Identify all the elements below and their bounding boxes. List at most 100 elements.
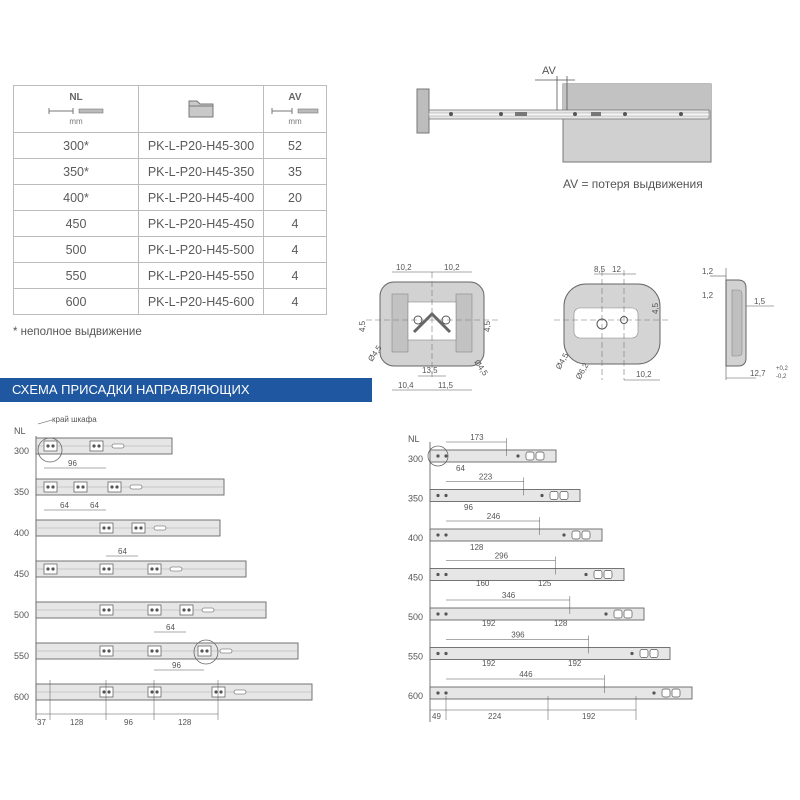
mount-block: [197, 645, 212, 657]
dim-tol-minus: -0,2: [776, 374, 787, 380]
mount-detail-1: 10,2 10,2 4,5 4,5 Ø4,5 Ø4,5 13,5 10,4 11…: [358, 263, 498, 391]
cabinet-edge-label: край шкафа: [52, 415, 97, 424]
mount-hole: [150, 649, 154, 653]
row-label: 450: [408, 573, 423, 583]
mount-hole: [46, 567, 50, 571]
rail-slot: [535, 451, 545, 461]
mount-hole: [134, 526, 138, 530]
mount-hole: [444, 572, 448, 577]
rail-slot: [129, 484, 143, 490]
sub-dim: 128: [470, 543, 484, 552]
section-title: СХЕМА ПРИСАДКИ НАПРАВЛЯЮЩИХ: [12, 382, 250, 397]
rail-slot: [571, 530, 581, 540]
rail-slot: [661, 688, 671, 698]
cell-av: 4: [263, 210, 327, 237]
rail-bar: [429, 449, 557, 463]
dim-mid-left: 1,2: [702, 291, 714, 300]
mount-hole: [540, 493, 544, 498]
mount-hole: [200, 649, 204, 653]
mount-hole: [150, 608, 154, 612]
mount-block: [99, 645, 114, 657]
mount-block: [147, 563, 162, 575]
dim-right: 4,5: [483, 320, 492, 332]
sub-dim: 128: [554, 619, 568, 628]
rail-slot: [671, 688, 681, 698]
mount-detail-2: 8,5 12 4,5 Ø4,5 Ø6,2 10,2: [554, 265, 668, 381]
mount-hole: [150, 567, 154, 571]
mount-block: [43, 563, 58, 575]
mount-hole: [102, 649, 106, 653]
top-dim: 246: [487, 512, 501, 521]
mount-hole: [436, 572, 440, 577]
sub-dim: 160: [476, 579, 490, 588]
mount-hole: [102, 567, 106, 571]
cell-av: 4: [263, 262, 327, 289]
mount-hole: [107, 649, 111, 653]
mount-block: [147, 604, 162, 616]
mount-block: [99, 522, 114, 534]
cell-nl: 350*: [13, 158, 139, 185]
cell-model: PK-L-P20-H45-500: [138, 236, 264, 263]
mount-block: [131, 522, 146, 534]
mount-hole: [444, 612, 448, 616]
rail-bar: [429, 607, 645, 621]
top-dim: 296: [495, 552, 509, 561]
rail-slot: [603, 570, 613, 579]
rail-hole: [623, 112, 627, 116]
rail-hole: [449, 112, 453, 116]
rail-slot: [649, 649, 659, 658]
row-label: 500: [14, 610, 29, 620]
top-dim: 446: [519, 670, 533, 679]
mount-block: [73, 481, 88, 493]
rail-inner: [428, 112, 710, 117]
rail-slot: [593, 570, 603, 579]
profile-detail: 1,2 1,2 1,5 12,7 +0,2 -0,2: [702, 267, 789, 380]
dim-64: 64: [166, 623, 175, 632]
mount-hole: [444, 651, 448, 656]
row-label: 400: [408, 533, 423, 543]
dim-bottom: 10,2: [636, 370, 652, 379]
rail-icon: [78, 108, 104, 114]
dim-top-a: 8,5: [594, 265, 606, 274]
mount-hole: [516, 454, 520, 458]
mount-hole: [102, 690, 106, 694]
row-label: 550: [408, 652, 423, 662]
detail-callout: [193, 639, 219, 665]
mount-hole: [444, 454, 448, 458]
row-label: 600: [408, 691, 423, 701]
dim-bottom-right: 11,5: [438, 381, 454, 390]
mount-hole: [182, 608, 186, 612]
cell-nl: 550: [13, 262, 139, 289]
bottom-dim: 192: [582, 712, 596, 721]
mount-block: [99, 604, 114, 616]
profile-inner: [731, 289, 743, 357]
cell-nl: 600: [13, 288, 139, 315]
mount-hole: [436, 533, 440, 537]
mount-block: [99, 563, 114, 575]
rail-icon: [297, 108, 319, 114]
rail-slot: [549, 491, 559, 500]
top-dim: 346: [502, 591, 516, 600]
mount-block: [211, 686, 226, 698]
rail-slot: [219, 648, 233, 654]
mount-hole: [436, 612, 440, 616]
cell-model: PK-L-P20-H45-600: [138, 288, 264, 315]
dim-top-right: 10,2: [444, 263, 460, 272]
mount-hole: [444, 533, 448, 537]
mount-hole: [102, 526, 106, 530]
top-dim: 223: [479, 473, 493, 482]
top-dim: 173: [470, 433, 484, 442]
mount-hole: [219, 690, 223, 694]
sub-dim: 96: [464, 503, 473, 512]
dim-tol-plus: +0,2: [776, 366, 789, 372]
dim-96: 96: [68, 459, 77, 468]
folder-icon: [187, 97, 215, 119]
mount-block: [179, 604, 194, 616]
cell-av: 4: [263, 236, 327, 263]
sub-dim: 125: [538, 579, 552, 588]
